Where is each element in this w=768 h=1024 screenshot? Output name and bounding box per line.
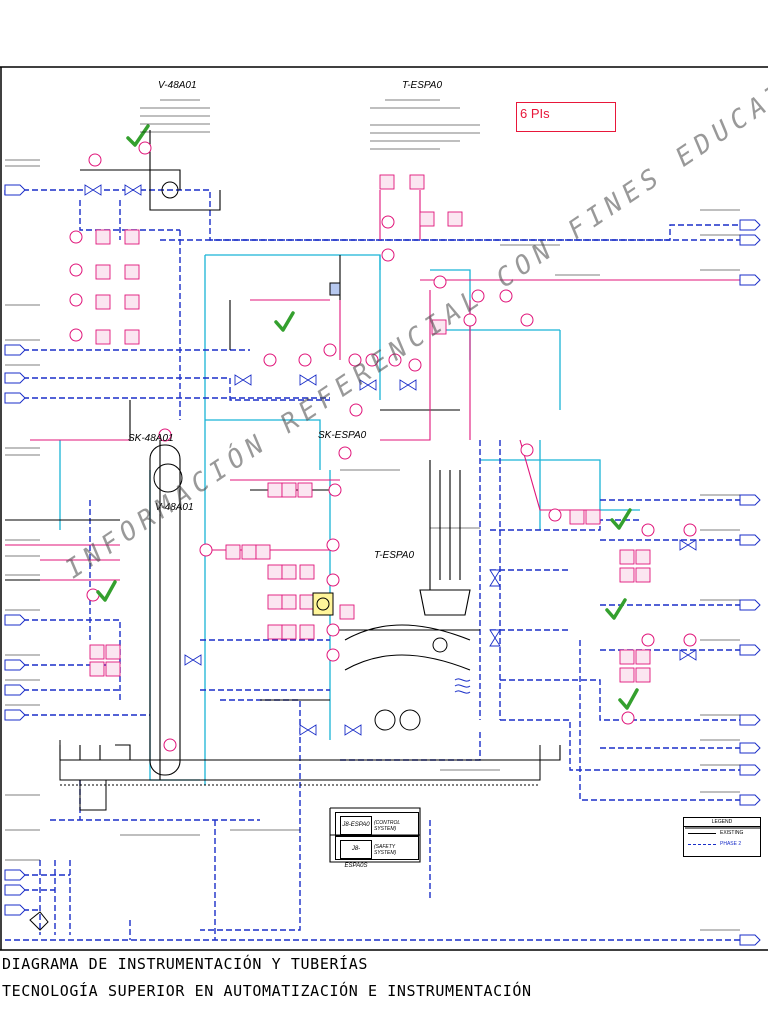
valves <box>84 184 697 736</box>
legend-existing-swatch <box>688 833 716 834</box>
phase2-lines <box>4 189 740 941</box>
control-system-tag: J8-ESPA0 <box>340 816 372 835</box>
approval-checks <box>96 124 639 710</box>
vessel-label-sk-esp: SK-ESPA0 <box>318 430 367 441</box>
control-system-text: (CONTROL SYSTEM) <box>374 820 401 832</box>
vessel-label-sk48a01: SK-48A01 <box>128 433 174 444</box>
off-page-connectors <box>4 184 761 946</box>
vessel-label-v48a01-mid: V-48A01 <box>155 502 194 513</box>
safety-system-box: J8-ESPA0S (SAFETY SYSTEM) <box>335 836 419 869</box>
instrument-bubbles <box>69 141 697 752</box>
control-system-box: J8-ESPA0 (CONTROL SYSTEM) <box>335 812 419 836</box>
legend-phase2-label: PHASE 2 <box>720 841 742 847</box>
vessel-label-v48a01-top: V-48A01 <box>158 80 197 91</box>
legend-phase2-swatch <box>688 844 716 845</box>
signal-lines <box>5 190 740 581</box>
highlight-box-label: 6 PIs <box>520 106 550 121</box>
ground-dike <box>59 740 541 786</box>
legend-existing-label: EXISTING <box>720 830 744 836</box>
highlight-box: 6 PIs <box>516 102 616 132</box>
legend-row-phase2: PHASE 2 <box>684 838 760 849</box>
sheet-frame <box>0 66 768 951</box>
safety-system-text: (SAFETY SYSTEM) <box>374 844 397 856</box>
legend: LEGEND EXISTING PHASE 2 <box>683 817 761 857</box>
tag-boxes <box>89 174 651 683</box>
legend-row-existing: EXISTING <box>684 827 760 838</box>
safety-system-tag: J8-ESPA0S <box>340 840 372 869</box>
vessel-label-t-esp-mid: T-ESPA0 <box>374 550 415 561</box>
existing-lines <box>5 130 760 863</box>
legend-title: LEGEND <box>684 818 760 827</box>
annotation-strokes <box>5 99 740 931</box>
drawing-title: DIAGRAMA DE INSTRUMENTACIÓN Y TUBERÍAS <box>2 955 368 973</box>
drawing-subtitle: TECNOLOGÍA SUPERIOR EN AUTOMATIZACIÓN E … <box>2 982 532 1000</box>
vessel-label-t-esp-top: T-ESPA0 <box>402 80 443 91</box>
